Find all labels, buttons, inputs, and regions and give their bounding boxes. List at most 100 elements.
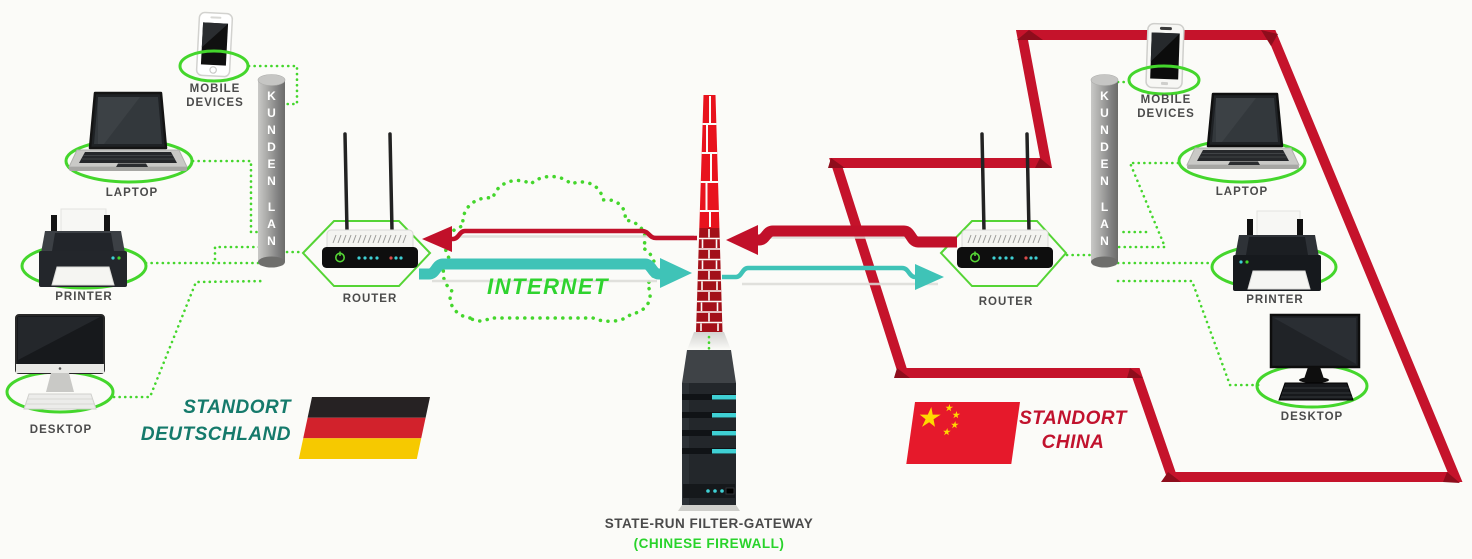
device-mobile-germany [178, 11, 250, 83]
device-laptop-china [1177, 92, 1307, 184]
pillar-letter: E [1100, 157, 1108, 171]
device-desktop-china [1255, 313, 1369, 409]
pillar-letter: K [1100, 89, 1109, 103]
mobile-ellipse-germany [178, 49, 250, 83]
teal-traffic-thin-china [722, 265, 917, 280]
connection-de-laptop [191, 159, 261, 234]
teal-arrow-at-china-router [915, 264, 944, 290]
router-antenna [980, 132, 986, 233]
kunden-lan-pillar-china [1090, 74, 1119, 268]
pillar-letter: D [267, 140, 276, 154]
wall-mortar-lower [696, 229, 723, 331]
label-gateway-sub: (CHINESE FIREWALL) [634, 536, 785, 551]
pillar-letters-china: K U N D E N L A N [1100, 89, 1109, 248]
label-router-germany: ROUTER [343, 293, 398, 305]
device-desktop-germany [5, 314, 115, 414]
device-printer-germany [20, 208, 148, 290]
wall-ground-shadow [687, 332, 731, 350]
pillar-letters-germany: K U N D E N L A N [267, 89, 276, 248]
label-standort-deutschland-2: DEUTSCHLAND [141, 424, 291, 445]
router-antenna [1025, 132, 1031, 233]
pillar-letter: N [267, 123, 276, 137]
label-standort-china-2: CHINA [1042, 432, 1105, 453]
china-flag [906, 402, 1020, 464]
label-standort-china-1: STANDORT [1019, 408, 1128, 429]
connection-de-mobile [247, 64, 299, 106]
pillar-letter: E [267, 157, 275, 171]
kunden-lan-pillar-germany [257, 74, 286, 268]
red-traffic-thin-germany [450, 228, 697, 242]
teal-traffic-thick-germany [419, 258, 662, 280]
router-china [957, 132, 1053, 268]
label-printer-germany: PRINTER [55, 291, 112, 303]
label-desktop-germany: DESKTOP [30, 424, 92, 436]
server-teal-stripes [712, 395, 736, 454]
connection-de-desktop [112, 279, 267, 399]
pillar-letter: L [1101, 200, 1108, 214]
pillar-letter: N [1100, 234, 1109, 248]
pillar-letter: N [1100, 174, 1109, 188]
device-printer-china [1210, 210, 1338, 291]
label-gateway: STATE-RUN FILTER-GATEWAY [605, 516, 814, 531]
pillar-letter: N [267, 174, 276, 188]
label-printer-china: PRINTER [1246, 294, 1303, 306]
desktop-stand [46, 373, 74, 392]
server-pedestal [678, 505, 740, 511]
label-router-china: ROUTER [979, 296, 1034, 308]
wall-mortar-upper [699, 96, 719, 227]
router-antenna [343, 132, 349, 233]
pillar-letter: A [267, 217, 276, 231]
label-mobile-germany-2: DEVICES [186, 97, 244, 109]
internet-cloud [441, 174, 657, 323]
label-laptop-china: LAPTOP [1216, 186, 1268, 198]
label-mobile-germany-1: MOBILE [190, 83, 241, 95]
printer-output-tray [1247, 270, 1311, 290]
desktop-stand [1304, 367, 1324, 379]
china-border-bevels [828, 30, 1460, 483]
pillar-letter: A [1100, 217, 1109, 231]
mobile-ellipse-china [1127, 64, 1201, 96]
desktop-keyboard [1278, 382, 1354, 401]
device-laptop-germany [64, 91, 194, 184]
red-traffic-thick-china [756, 225, 957, 248]
wall-upper-bright [699, 95, 720, 228]
firewall-brick-wall [687, 95, 731, 358]
teal-arrow-at-wall [660, 258, 692, 288]
phone-home-button [1160, 81, 1169, 86]
phone-home-button [209, 66, 217, 74]
pillar-letter: K [267, 89, 276, 103]
router-germany [322, 132, 418, 268]
server-top [682, 350, 736, 383]
pillar-letter: N [1100, 123, 1109, 137]
pillar-letter: U [1100, 106, 1109, 120]
red-arrow-at-wall [726, 225, 758, 255]
lan-connections [112, 64, 1262, 399]
china-zone-border [828, 30, 1463, 483]
label-desktop-china: DESKTOP [1281, 411, 1343, 423]
pillar-letter: L [268, 200, 275, 214]
label-mobile-china-2: DEVICES [1137, 108, 1195, 120]
label-mobile-china-1: MOBILE [1141, 94, 1192, 106]
pillar-letter: N [267, 234, 276, 248]
device-mobile-china [1127, 22, 1201, 96]
cloud-outline [441, 174, 657, 323]
connection-cn-laptop [1116, 161, 1180, 249]
filter-gateway-server [678, 350, 740, 511]
label-standort-deutschland-1: STANDORT [183, 397, 292, 418]
router-antenna [388, 132, 394, 233]
pillar-letter: D [1100, 140, 1109, 154]
connection-de-jog [213, 245, 261, 265]
german-flag [298, 397, 430, 459]
label-laptop-germany: LAPTOP [106, 187, 158, 199]
traffic-lines [419, 225, 957, 290]
label-internet: INTERNET [487, 274, 609, 299]
text-labels: MOBILE DEVICES LAPTOP PRINTER DESKTOP RO… [30, 83, 1343, 551]
connection-cn-desktop [1116, 279, 1262, 387]
red-arrow-at-german-router [422, 226, 452, 252]
pillar-letter: U [267, 106, 276, 120]
router-hexagon-china [939, 220, 1068, 287]
printer-output-tray [51, 266, 115, 286]
router-hexagon-germany [301, 220, 432, 287]
